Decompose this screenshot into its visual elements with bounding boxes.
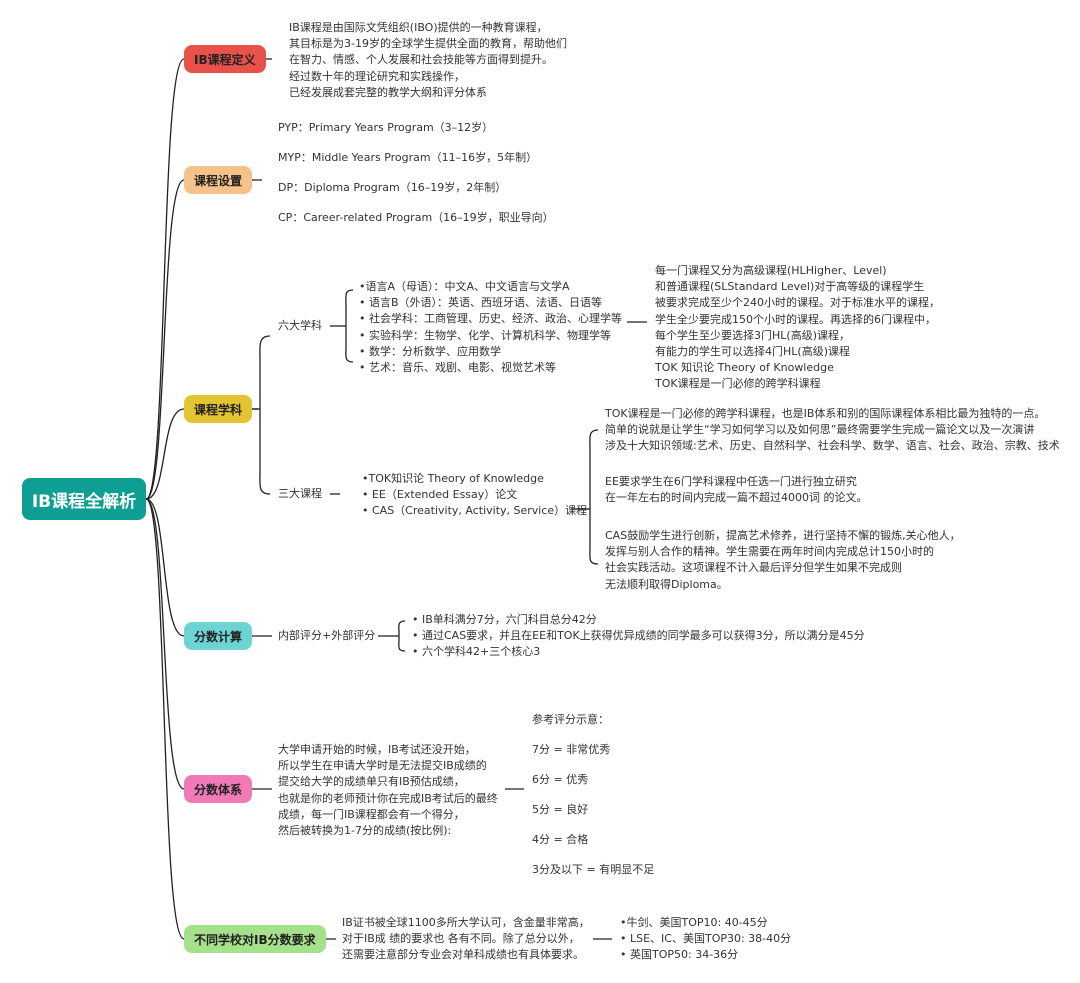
course-item-myp: MYP：Middle Years Program（11–16岁，5年制） (278, 151, 538, 164)
list-item: • 六个学科42+三个核心3 (412, 645, 541, 659)
note-line: 每个学生至少要选择3门HL(高级)课程， (655, 328, 850, 342)
list-item: • 实验科学：生物学、化学、计算机科学、物理学等 (359, 328, 611, 342)
ee-line: EE要求学生在6门学科课程中任选一门进行独立研究 (605, 475, 857, 488)
list-item: • 英国TOP50: 34-36分 (620, 948, 739, 962)
list-item: • 数学：分析数学、应用数学 (359, 344, 501, 358)
requirements-list: •牛剑、美国TOP10: 40-45分 • LSE、IC、美国TOP30: 38… (620, 915, 791, 964)
requirements-description: IB证书被全球1100多所大学认可，含金量非常高， 对于IB成 绩的要求也 各有… (342, 915, 590, 964)
list-item: • 艺术：音乐、戏剧、电影、视觉艺术等 (359, 361, 556, 375)
tok-line: 涉及十大知识领域:艺术、历史、自然科学、社会科学、数学、语言、社会、政治、宗教、… (605, 439, 1060, 453)
grading-line: 然后被转换为1-7分的成绩(按比例): (278, 824, 452, 838)
branch-grading[interactable]: 分数体系 (184, 775, 253, 803)
course-item-dp: DP：Diploma Program（16–19岁，2年制） (278, 181, 507, 194)
tok-description: TOK课程是一门必修的跨学科课程，也是IB体系和别的国际课程体系相比最为独特的一… (605, 406, 1060, 455)
list-item: •语言A（母语）：中文A、中文语言与文学A (359, 280, 570, 293)
note-line: 学生全少要完成150个小时的课程。再选择的6门课程中， (655, 312, 936, 326)
ee-description: EE要求学生在6门学科课程中任选一门进行独立研究 在一年左右的时间内完成一篇不超… (605, 474, 868, 506)
definition-line: 在智力、情感、个人发展和社会技能等方面得到提升。 (289, 53, 553, 67)
branch-requirements[interactable]: 不同学校对IB分数要求 (184, 925, 326, 953)
tok-line: 简单的说就是让学生“学习如何学习以及如何思”最终需要学生完成一篇论文以及一次演讲 (605, 423, 1035, 437)
requirements-line: 还需要注意部分专业会对单科成绩也有具体要求。 (342, 948, 584, 962)
note-line: 和普通课程(SLStandard Level)对于高等级的课程学生 (655, 280, 925, 294)
list-item: • LSE、IC、美国TOP30: 38-40分 (620, 932, 792, 946)
grading-scale-4: 4分 = 合格 (532, 833, 589, 846)
grading-description: 大学申请开始的时候，IB考试还没开始， 所以学生在申请大学时是无法提交IB成绩的… (278, 742, 498, 839)
list-item: • 通过CAS要求，并且在EE和TOK上获得优异成绩的同学最多可以获得3分，所以… (412, 629, 865, 643)
course-item-pyp: PYP：Primary Years Program（3–12岁） (278, 121, 494, 134)
six-subjects-note: 每一门课程又分为高级课程(HLHigher、Level) 和普通课程(SLSta… (655, 263, 940, 393)
branch-definition[interactable]: IB课程定义 (184, 45, 266, 73)
list-item: • IB单科满分7分，六门科目总分42分 (412, 613, 597, 626)
cas-line: 无法顺利取得Diploma。 (605, 577, 728, 591)
requirements-line: 对于IB成 绩的要求也 各有不同。除了总分以外， (342, 932, 580, 946)
three-courses-label[interactable]: 三大课程 (278, 487, 322, 500)
note-line: 被要求完成至少个240小时的课程。对于标准水平的课程， (655, 296, 940, 310)
list-item: •TOK知识论 Theory of Knowledge (362, 472, 544, 485)
list-item: • CAS（Creativity, Activity, Service）课程 (362, 504, 588, 518)
grading-scale-6: 6分 = 优秀 (532, 773, 589, 786)
course-item-cp: CP：Career-related Program（16–19岁，职业导向） (278, 211, 554, 224)
cas-description: CAS鼓励学生进行创新，提高艺术修养，进行坚持不懈的锻炼,关心他人， 发挥与别人… (605, 528, 961, 593)
note-line: TOK 知识论 Theory of Knowledge (655, 361, 834, 375)
tok-line: TOK课程是一门必修的跨学科课程，也是IB体系和别的国际课程体系相比最为独特的一… (605, 407, 1046, 420)
definition-line: 经过数十年的理论研究和实践操作， (289, 69, 465, 83)
three-courses-list: •TOK知识论 Theory of Knowledge • EE（Extende… (362, 471, 587, 520)
requirements-line: IB证书被全球1100多所大学认可，含金量非常高， (342, 916, 590, 929)
branch-scoring[interactable]: 分数计算 (184, 622, 253, 650)
cas-line: CAS鼓励学生进行创新，提高艺术修养，进行坚持不懈的锻炼,关心他人， (605, 529, 961, 542)
grading-ref-title: 参考评分示意： (532, 713, 609, 726)
six-subjects-list: •语言A（母语）：中文A、中文语言与文学A • 语言B（外语）：英语、西班牙语、… (359, 279, 622, 376)
branch-courses[interactable]: 课程设置 (184, 166, 253, 194)
list-item: • EE（Extended Essay）论文 (362, 488, 518, 502)
grading-scale-5: 5分 = 良好 (532, 803, 589, 816)
grading-line: 大学申请开始的时候，IB考试还没开始， (278, 743, 476, 756)
scoring-sub-label[interactable]: 内部评分+外部评分 (278, 629, 376, 642)
grading-line: 成绩，每一门IB课程都会有一个得分， (278, 807, 465, 821)
note-line: 每一门课程又分为高级课程(HLHigher、Level) (655, 264, 887, 277)
grading-scale-3: 3分及以下 = 有明显不足 (532, 863, 655, 876)
cas-line: 发挥与别人合作的精神。学生需要在两年时间内完成总计150小时的 (605, 545, 934, 559)
cas-line: 社会实践活动。这项课程不计入最后评分但学生如果不完成则 (605, 561, 902, 575)
ee-line: 在一年左右的时间内完成一篇不超过4000词 的论文。 (605, 491, 868, 505)
six-subjects-label[interactable]: 六大学科 (278, 319, 322, 332)
definition-line: IB课程是由国际文凭组织(IBO)提供的一种教育课程， (289, 21, 548, 34)
list-item: •牛剑、美国TOP10: 40-45分 (620, 916, 768, 929)
scoring-list: • IB单科满分7分，六门科目总分42分 • 通过CAS要求，并且在EE和TOK… (412, 612, 865, 661)
note-line: TOK课程是一门必修的跨学科课程 (655, 377, 821, 391)
note-line: 有能力的学生可以选择4门HL(高级)课程 (655, 345, 850, 359)
definition-text: IB课程是由国际文凭组织(IBO)提供的一种教育课程， 其目标是为3-19岁的全… (289, 20, 567, 101)
branch-subjects[interactable]: 课程学科 (184, 395, 253, 423)
grading-line: 也就是你的老师预计你在完成IB考试后的最终 (278, 791, 498, 805)
root-node[interactable]: IB课程全解析 (22, 478, 146, 520)
definition-line: 其目标是为3-19岁的全球学生提供全面的教育，帮助他们 (289, 37, 567, 51)
definition-line: 已经发展成套完整的教学大纲和评分体系 (289, 85, 487, 99)
grading-line: 所以学生在申请大学时是无法提交IB成绩的 (278, 759, 487, 773)
list-item: • 语言B（外语）：英语、西班牙语、法语、日语等 (359, 296, 603, 310)
grading-line: 提交给大学的成绩单只有IB预估成绩， (278, 775, 465, 789)
list-item: • 社会学科：工商管理、历史、经济、政治、心理学等 (359, 312, 622, 326)
grading-scale-7: 7分 = 非常优秀 (532, 743, 611, 756)
